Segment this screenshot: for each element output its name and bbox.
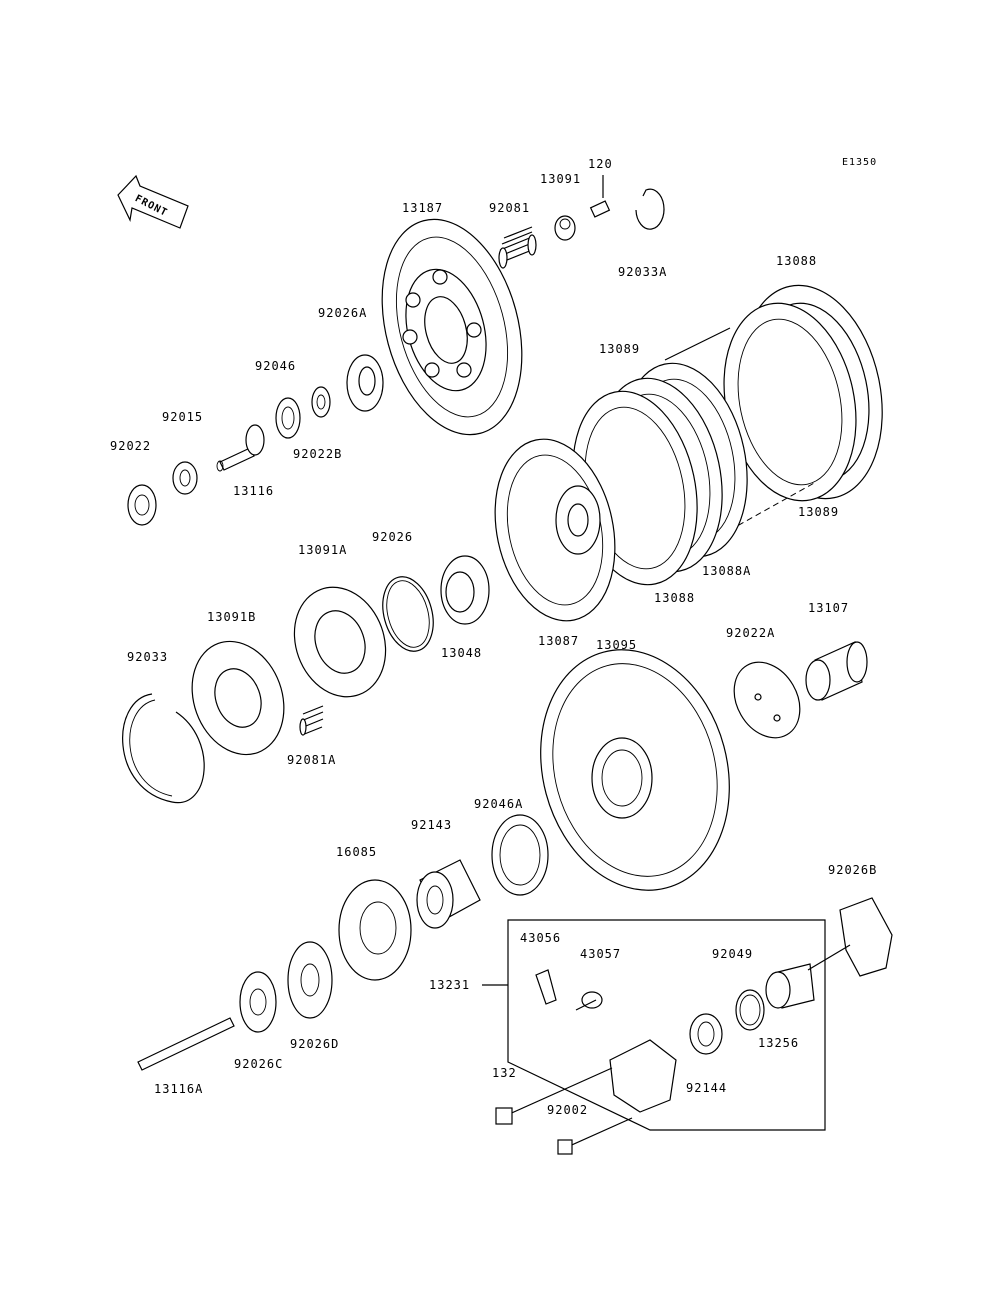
label-132: 132 <box>492 1066 517 1080</box>
label-13116A: 13116A <box>154 1082 203 1096</box>
clutch-housing-13095 <box>540 649 730 891</box>
bolt-92002 <box>557 1117 633 1155</box>
label-92022B: 92022B <box>293 447 342 461</box>
label-13048: 13048 <box>441 646 482 660</box>
label-92026B: 92026B <box>828 863 877 877</box>
o-ring-92026 <box>382 576 434 652</box>
label-92015: 92015 <box>162 410 203 424</box>
label-92046: 92046 <box>255 359 296 373</box>
gasket-92026B <box>807 897 893 977</box>
label-92081: 92081 <box>489 201 530 215</box>
label-92022: 92022 <box>110 439 151 453</box>
plate-guide-line <box>664 327 731 361</box>
label-13091A: 13091A <box>298 543 347 557</box>
label-13187: 13187 <box>402 201 443 215</box>
bearing-92046A <box>491 814 549 896</box>
label-92049: 92049 <box>712 947 753 961</box>
piston-13256 <box>765 963 815 1009</box>
bearing-92022 <box>127 484 157 526</box>
label-120: 120 <box>588 157 613 171</box>
sleeve-13107 <box>805 641 868 701</box>
label-92022A: 92022A <box>726 626 775 640</box>
label-92026: 92026 <box>372 530 413 544</box>
label-16085: 16085 <box>336 845 377 859</box>
label-13091: 13091 <box>540 172 581 186</box>
collar-92143 <box>416 859 481 929</box>
label-92143: 92143 <box>411 818 452 832</box>
ring-92049 <box>735 989 765 1031</box>
release-assembly-box <box>507 919 826 1131</box>
release-cylinder <box>609 1039 677 1113</box>
label-43057: 43057 <box>580 947 621 961</box>
gear-16085 <box>338 879 412 981</box>
label-13256: 13256 <box>758 1036 799 1050</box>
bleeder-43056 <box>535 969 557 1005</box>
label-13095: 13095 <box>596 638 637 652</box>
washer-92026D <box>287 941 333 1019</box>
collar-13091 <box>554 215 576 241</box>
label-13088A: 13088A <box>702 564 751 578</box>
washer-92022A <box>733 661 801 739</box>
diagram-code: E1350 <box>842 157 877 168</box>
spring-92081 <box>498 226 537 269</box>
circlip-92033A <box>635 188 665 230</box>
label-13087: 13087 <box>538 634 579 648</box>
pressure-plate-13187 <box>381 218 523 436</box>
damper-plate-13091A <box>293 586 387 698</box>
label-92033A: 92033A <box>618 265 667 279</box>
label-92026C: 92026C <box>234 1057 283 1071</box>
label-43056: 43056 <box>520 931 561 945</box>
label-92026D: 92026D <box>290 1037 339 1051</box>
cap-43057 <box>575 991 603 1011</box>
spring-92081A <box>299 705 324 736</box>
label-92033: 92033 <box>127 650 168 664</box>
sleeve-13048 <box>440 555 490 625</box>
label-92081A: 92081A <box>287 753 336 767</box>
pushrod-13116 <box>216 424 265 472</box>
label-92002: 92002 <box>547 1103 588 1117</box>
label-13089-right: 13089 <box>798 505 839 519</box>
bearing-92046 <box>275 397 301 439</box>
label-92046A: 92046A <box>474 797 523 811</box>
bolt-132 <box>495 1067 613 1125</box>
washer-92026A <box>346 354 384 412</box>
steel-plate-13089-right <box>723 302 857 502</box>
seal-92144 <box>689 1013 723 1055</box>
washer-92026C <box>239 971 277 1033</box>
label-92144: 92144 <box>686 1081 727 1095</box>
pushrod-13116A <box>137 1017 235 1071</box>
washer-92022B <box>311 386 331 418</box>
label-13231: 13231 <box>429 978 470 992</box>
label-13088-mid: 13088 <box>654 591 695 605</box>
label-13089-top: 13089 <box>599 342 640 356</box>
label-13107: 13107 <box>808 601 849 615</box>
label-13088-top: 13088 <box>776 254 817 268</box>
label-13116: 13116 <box>233 484 274 498</box>
circlip-92033 <box>122 693 205 804</box>
label-92026A: 92026A <box>318 306 367 320</box>
front-arrow-icon: FRONT <box>117 174 189 229</box>
nut-92015 <box>172 461 198 495</box>
clutch-hub-13087 <box>494 438 616 622</box>
bolt-120 <box>589 175 611 218</box>
damper-plate-13091B <box>191 640 285 756</box>
label-13091B: 13091B <box>207 610 256 624</box>
